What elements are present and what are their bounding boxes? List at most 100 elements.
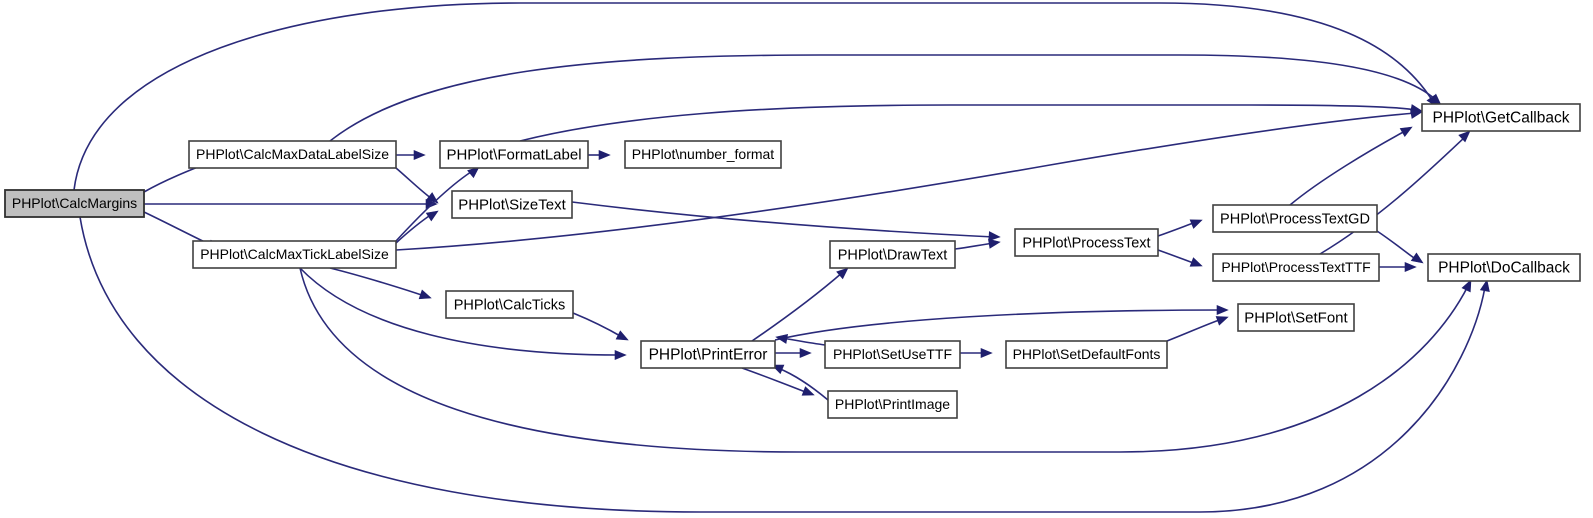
node-box[interactable] bbox=[192, 240, 397, 269]
node-formatlabel[interactable]: PHPlot\FormatLabel bbox=[439, 140, 589, 169]
edge-line bbox=[1319, 135, 1467, 255]
arrow-head-icon bbox=[1429, 93, 1442, 106]
edge-line bbox=[1157, 221, 1197, 237]
node-sizetext[interactable]: PHPlot\SizeText bbox=[451, 190, 573, 219]
node-processtextttf[interactable]: PHPlot\ProcessTextTTF bbox=[1212, 253, 1380, 282]
node-box[interactable] bbox=[827, 390, 958, 419]
edge-line bbox=[1376, 230, 1418, 261]
edge-processtext-to-processtextgd bbox=[1157, 219, 1203, 237]
edge-line bbox=[299, 267, 621, 356]
edge-printerror-to-setusettf bbox=[775, 347, 812, 359]
edges-layer bbox=[73, 2, 1490, 513]
arrow-head-icon bbox=[615, 330, 629, 341]
node-box[interactable] bbox=[624, 140, 782, 169]
node-box[interactable] bbox=[188, 140, 397, 169]
edge-line bbox=[572, 312, 623, 338]
arrow-head-icon bbox=[799, 347, 812, 359]
arrow-head-icon bbox=[413, 149, 426, 161]
edge-line bbox=[329, 54, 1437, 142]
node-processtext[interactable]: PHPlot\ProcessText bbox=[1014, 228, 1159, 257]
edge-printimage-to-printerror bbox=[771, 364, 829, 401]
edge-calcmaxticklabelsize-to-docallback bbox=[299, 267, 1472, 453]
edge-line bbox=[781, 337, 826, 346]
edge-setdefaultfonts-to-setfont bbox=[1166, 316, 1229, 342]
edge-line bbox=[519, 104, 1417, 142]
arrow-head-icon bbox=[1189, 257, 1203, 267]
edge-line bbox=[329, 267, 426, 297]
edge-line bbox=[395, 169, 475, 242]
edge-processtextgd-to-docallback bbox=[1376, 230, 1424, 264]
arrow-head-icon bbox=[418, 289, 432, 300]
node-box[interactable] bbox=[439, 140, 589, 169]
arrow-head-icon bbox=[1189, 219, 1203, 229]
node-box[interactable] bbox=[1427, 253, 1581, 282]
edge-line bbox=[954, 242, 995, 250]
node-box[interactable] bbox=[451, 190, 573, 219]
nodes-layer: PHPlot\CalcMargins PHPlot\CalcMaxDataLabe… bbox=[4, 103, 1581, 419]
arrow-head-icon bbox=[1479, 279, 1490, 293]
edge-calcmargins-to-docallback bbox=[79, 216, 1490, 513]
node-label: PHPlot\GetCallback bbox=[1433, 110, 1570, 127]
arrow-head-icon bbox=[1410, 252, 1424, 264]
edge-line bbox=[1157, 249, 1197, 265]
node-box[interactable] bbox=[1212, 204, 1378, 233]
arrow-head-icon bbox=[801, 386, 815, 396]
arrow-head-icon bbox=[980, 347, 993, 359]
edge-calcticks-to-printerror bbox=[572, 312, 629, 341]
node-setusettf[interactable]: PHPlot\SetUseTTF bbox=[824, 340, 961, 369]
edge-calcmaxticklabelsize-to-printerror bbox=[299, 267, 627, 361]
arrow-head-icon bbox=[1404, 261, 1417, 273]
arrow-head-icon bbox=[598, 149, 611, 161]
node-setdefaultfonts[interactable]: PHPlot\SetDefaultFonts bbox=[1005, 340, 1168, 369]
arrow-head-icon bbox=[988, 231, 1001, 242]
edge-processtextgd-to-getcallback bbox=[1289, 126, 1413, 206]
node-numberformat[interactable]: PHPlot\number_format bbox=[624, 140, 782, 169]
node-label: PHPlot\SetDefaultFonts bbox=[1013, 346, 1161, 362]
edge-calcmaxdatalabelsize-to-formatlabel bbox=[396, 149, 426, 161]
node-label: PHPlot\CalcMaxTickLabelSize bbox=[200, 246, 389, 262]
node-label: PHPlot\SetUseTTF bbox=[833, 346, 952, 362]
node-calcmaxdatalabelsize[interactable]: PHPlot\CalcMaxDataLabelSize bbox=[188, 140, 397, 169]
node-docallback[interactable]: PHPlot\DoCallback bbox=[1427, 253, 1581, 282]
arrow-head-icon bbox=[1409, 108, 1423, 119]
node-box[interactable] bbox=[1421, 103, 1581, 132]
edge-line bbox=[741, 367, 809, 394]
arrow-head-icon bbox=[425, 210, 439, 222]
edge-formatlabel-to-getcallback bbox=[519, 104, 1423, 142]
node-setfont[interactable]: PHPlot\SetFont bbox=[1237, 303, 1355, 332]
node-getcallback[interactable]: PHPlot\GetCallback bbox=[1421, 103, 1581, 132]
edge-line bbox=[1166, 318, 1223, 342]
node-box[interactable] bbox=[1014, 228, 1159, 257]
edge-line bbox=[774, 309, 1223, 341]
node-processtextgd[interactable]: PHPlot\ProcessTextGD bbox=[1212, 204, 1378, 233]
edge-line bbox=[79, 216, 1486, 513]
node-drawtext[interactable]: PHPlot\DrawText bbox=[829, 240, 956, 269]
node-box[interactable] bbox=[1005, 340, 1168, 369]
node-box[interactable] bbox=[824, 340, 961, 369]
edge-line bbox=[73, 2, 1433, 191]
arrow-head-icon bbox=[1461, 279, 1472, 293]
node-label: PHPlot\DoCallback bbox=[1438, 260, 1570, 277]
node-box[interactable] bbox=[829, 240, 956, 269]
node-label: PHPlot\FormatLabel bbox=[446, 146, 581, 163]
edge-calcmaxticklabelsize-to-sizetext bbox=[395, 210, 439, 244]
node-box[interactable] bbox=[640, 340, 776, 369]
node-printerror[interactable]: PHPlot\PrintError bbox=[640, 340, 776, 369]
node-label: PHPlot\CalcTicks bbox=[454, 297, 565, 313]
node-label: PHPlot\ProcessTextTTF bbox=[1221, 259, 1370, 275]
node-label: PHPlot\ProcessText bbox=[1022, 235, 1150, 251]
node-calcmaxticklabelsize[interactable]: PHPlot\CalcMaxTickLabelSize bbox=[192, 240, 397, 269]
node-label: PHPlot\SetFont bbox=[1244, 309, 1348, 326]
node-box[interactable] bbox=[445, 290, 574, 319]
edge-processtextttf-to-getcallback bbox=[1319, 130, 1471, 255]
edge-line bbox=[395, 213, 433, 244]
node-box[interactable] bbox=[1237, 303, 1355, 332]
arrow-head-icon bbox=[1458, 130, 1471, 143]
node-box-root[interactable] bbox=[4, 189, 145, 218]
node-calcmargins[interactable]: PHPlot\CalcMargins bbox=[4, 189, 145, 218]
node-calcticks[interactable]: PHPlot\CalcTicks bbox=[445, 290, 574, 319]
node-box[interactable] bbox=[1212, 253, 1380, 282]
edge-sizetext-to-processtext bbox=[571, 201, 1001, 242]
edge-calcmaxticklabelsize-to-calcticks bbox=[329, 267, 432, 300]
node-printimage[interactable]: PHPlot\PrintImage bbox=[827, 390, 958, 419]
